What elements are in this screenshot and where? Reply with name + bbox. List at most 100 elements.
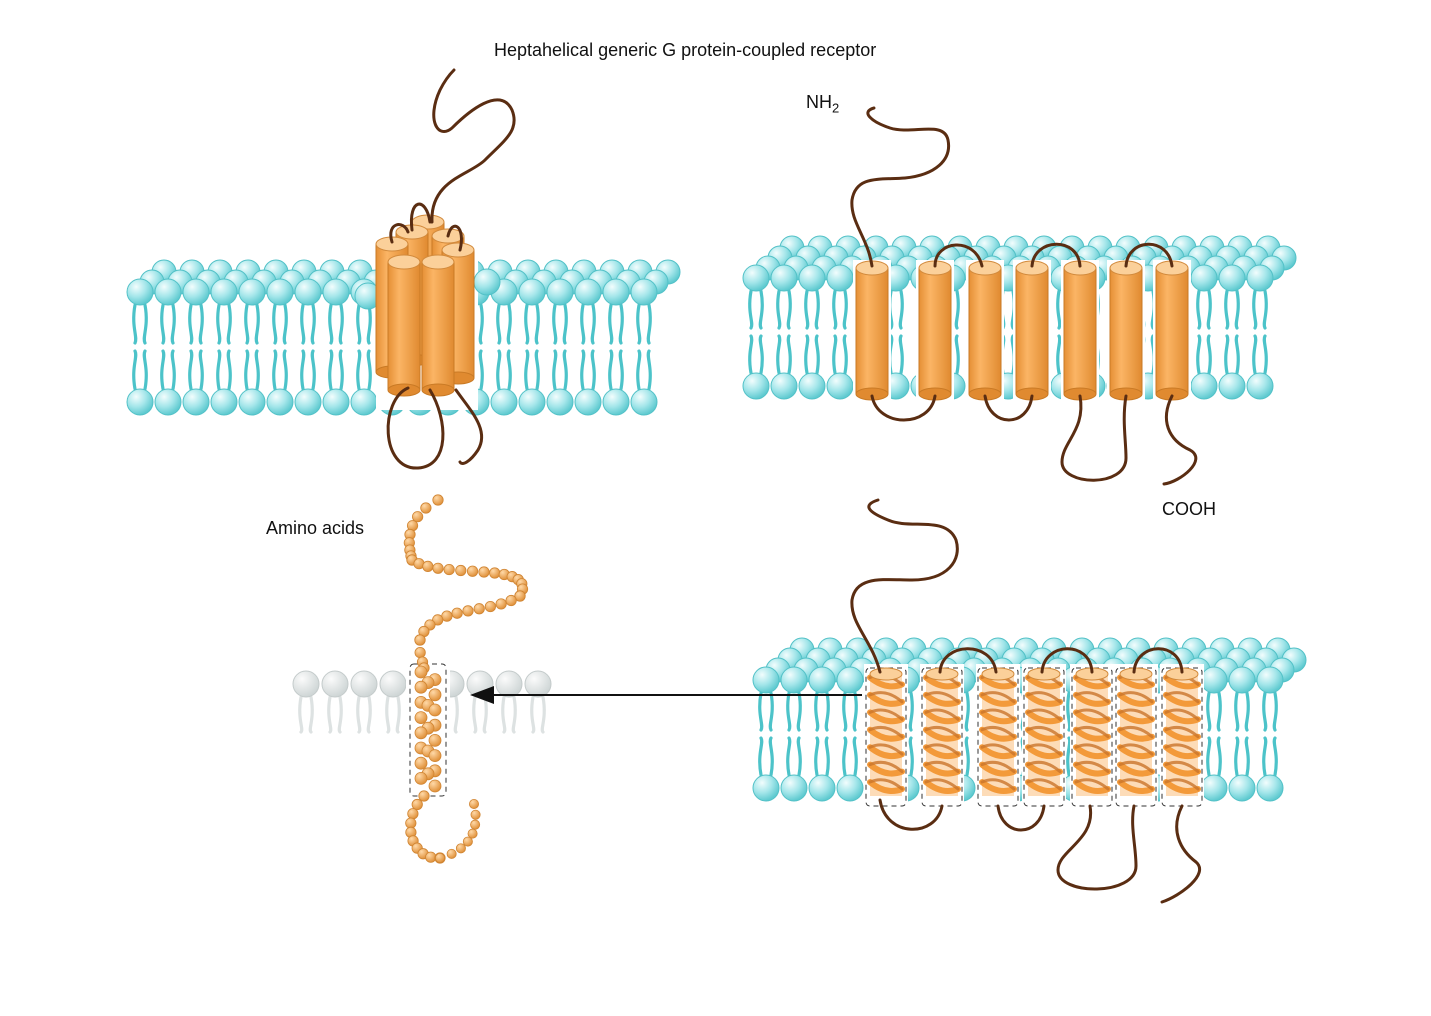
- lipid-tail: [368, 351, 370, 389]
- lipid-head: [753, 775, 779, 801]
- lipid-head: [837, 667, 863, 693]
- helix-body: [422, 262, 454, 390]
- lipid-tail: [302, 305, 304, 343]
- lipid-head: [380, 671, 406, 697]
- lipid-head: [183, 279, 209, 305]
- lipid-tail: [1236, 291, 1238, 328]
- lipid-tail: [592, 305, 594, 343]
- lipid-tail: [1236, 738, 1238, 775]
- amino-acid-bead: [433, 563, 443, 573]
- lipid-head: [631, 279, 657, 305]
- helix-bottom: [422, 384, 454, 396]
- lipid-tail: [1198, 291, 1200, 328]
- lipid-tail: [564, 305, 566, 343]
- lipid-tail: [312, 305, 314, 343]
- polypeptide-loop: [1058, 806, 1136, 889]
- lipid-head: [809, 775, 835, 801]
- amino-acid-bead: [456, 844, 465, 853]
- lipid-tail: [770, 738, 772, 775]
- lipid-tail: [1208, 693, 1210, 730]
- lipid-head: [827, 265, 853, 291]
- lipid-tail: [329, 697, 331, 732]
- lipid-tail: [582, 305, 584, 343]
- lipid-tail: [330, 351, 332, 389]
- lipid-head: [799, 373, 825, 399]
- lipid-tail: [256, 305, 258, 343]
- lipid-tail: [910, 738, 912, 775]
- lipid-tail: [1198, 336, 1200, 373]
- amino-acid-bead: [456, 565, 466, 575]
- lipid-tail: [228, 305, 230, 343]
- lipid-head: [799, 265, 825, 291]
- c-terminus-label: COOH: [1162, 499, 1216, 520]
- lipid-head: [1201, 775, 1227, 801]
- lipid-tail: [340, 305, 342, 343]
- lipid-head: [781, 667, 807, 693]
- lipid-tail: [1246, 738, 1248, 775]
- lipid-tail: [358, 697, 360, 732]
- lipid-tail: [854, 693, 856, 730]
- lipid-head: [603, 279, 629, 305]
- lipid-head: [491, 389, 517, 415]
- lipid-head: [323, 389, 349, 415]
- amino-acid-bead: [415, 757, 427, 769]
- amino-acid-bead: [471, 820, 480, 829]
- lipid-head: [809, 667, 835, 693]
- lipid-tail: [966, 738, 968, 775]
- lipid-tail: [480, 305, 482, 343]
- helix-coil: [1072, 668, 1112, 806]
- lipid-tail: [536, 351, 538, 389]
- amino-acid-bead: [496, 599, 506, 609]
- lipid-head: [351, 671, 377, 697]
- lipid-tail: [532, 697, 534, 732]
- lipid-head: [239, 279, 265, 305]
- lipid-tail: [284, 305, 286, 343]
- amino-acid-bead: [468, 829, 477, 838]
- lipid-tail: [554, 351, 556, 389]
- lipid-tail: [474, 697, 476, 732]
- lipid-head: [474, 269, 500, 295]
- helix-coil: [978, 668, 1018, 806]
- polypeptide-loop: [1164, 396, 1196, 484]
- lipid-tail: [554, 305, 556, 343]
- helix-cylinder: [388, 255, 420, 396]
- lipid-head: [753, 667, 779, 693]
- lipid-head: [837, 775, 863, 801]
- lipid-tail: [638, 351, 640, 389]
- lipid-tail: [503, 697, 505, 732]
- lipid-tail: [1208, 738, 1210, 775]
- lipid-head: [1229, 667, 1255, 693]
- lipid-head: [127, 389, 153, 415]
- lipid-tail: [284, 351, 286, 389]
- lipid-tail: [498, 351, 500, 389]
- amino-acid-bead: [485, 601, 495, 611]
- helix-body: [919, 268, 951, 394]
- lipid-tail: [358, 305, 360, 343]
- lipid-head: [575, 389, 601, 415]
- lipid-tail: [484, 697, 486, 732]
- lipid-tail: [190, 305, 192, 343]
- lipid-tail: [816, 738, 818, 775]
- amino-acid-bead: [435, 853, 444, 862]
- lipid-tail: [256, 351, 258, 389]
- lipid-tail: [1068, 738, 1070, 775]
- helix-body: [1110, 268, 1142, 394]
- helix-coil: [1024, 668, 1064, 806]
- lipid-tail: [620, 305, 622, 343]
- lipid-tail: [1068, 693, 1070, 730]
- lipid-tail: [1218, 738, 1220, 775]
- lipid-tail: [246, 351, 248, 389]
- lipid-head: [631, 389, 657, 415]
- lipid-head: [155, 279, 181, 305]
- lipid-tail: [144, 351, 146, 389]
- lipid-tail: [1274, 738, 1276, 775]
- amino-acid-bead: [429, 704, 441, 716]
- lipid-tail: [844, 291, 846, 328]
- helix-coil: [866, 668, 906, 806]
- lipid-tail: [750, 291, 752, 328]
- lipid-tail: [816, 336, 818, 373]
- lipid-tail: [513, 697, 515, 732]
- helix-cylinder: [422, 255, 454, 396]
- helix-cylinder: [969, 261, 1001, 400]
